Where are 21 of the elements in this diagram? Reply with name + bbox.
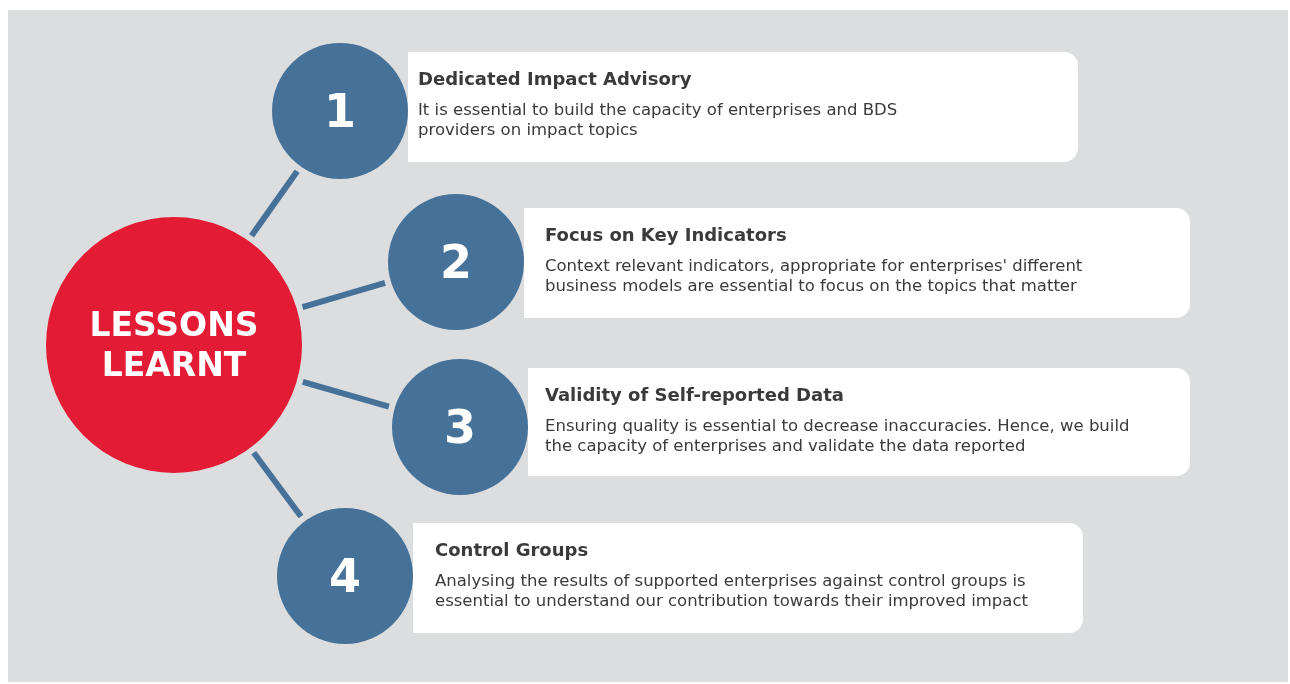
card-heading: Dedicated Impact Advisory [418, 68, 692, 89]
hub-title: LESSONS LEARNT [88, 305, 260, 385]
step-number: 2 [440, 235, 472, 289]
step-number: 3 [444, 400, 476, 454]
lesson-card [528, 368, 1190, 476]
card-heading: Validity of Self-reported Data [545, 384, 844, 405]
card-description: Context relevant indicators, appropriate for enterprises' different business models are essential to focus on the topics that matter [545, 256, 1084, 296]
card-heading: Focus on Key Indicators [545, 224, 787, 245]
connector-line [251, 450, 304, 519]
step-number: 4 [329, 549, 361, 603]
connector-line [249, 169, 300, 238]
connector-line [302, 379, 390, 410]
card-description: Analysing the results of supported enterprises against control groups is essential to understand our contribution towards their improved impact [435, 571, 1029, 611]
card-heading: Control Groups [435, 539, 589, 560]
step-number: 1 [324, 84, 356, 138]
card-description: It is essential to build the capacity of enterprises and BDS providers on impact topics [418, 100, 899, 140]
connector-line [301, 280, 386, 311]
card-description: Ensuring quality is essential to decrease inaccuracies. Hence, we build the capacity of enterprises and validate the data reported [545, 416, 1131, 456]
lesson-card [413, 523, 1083, 633]
lesson-card [524, 208, 1190, 318]
lesson-card [408, 52, 1078, 162]
